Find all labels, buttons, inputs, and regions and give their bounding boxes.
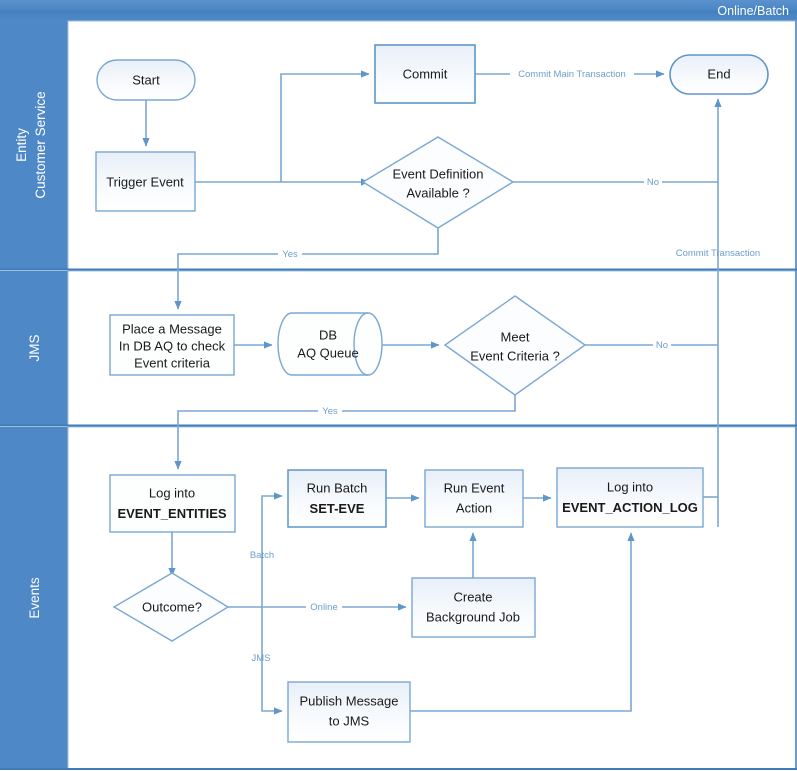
node-publish-message-to-jms-shape[interactable] — [287, 681, 411, 743]
node-place-a-message-line2: In DB AQ to check — [119, 338, 226, 353]
node-meet-event-criteria-line1: Meet — [501, 329, 530, 344]
edge-label-bg-yes-1 — [278, 247, 302, 260]
node-trigger-event-label: Trigger Event — [106, 174, 184, 189]
node-run-event-action-line2: Action — [456, 500, 492, 515]
edge-label-yes-event-definition: Yes — [282, 249, 298, 260]
edge-label-layer: Commit Main Transaction No Yes Commit Tr… — [250, 66, 760, 664]
node-trigger-event[interactable]: Trigger Event — [95, 151, 196, 212]
edge-label-bg-yes-2 — [318, 404, 342, 417]
node-outcome[interactable]: Outcome? — [112, 572, 230, 642]
node-outcome-shape[interactable] — [112, 572, 230, 642]
lane-label-line2: Customer Service — [33, 91, 48, 198]
node-db-aq-queue[interactable]: DB AQ Queue — [277, 312, 383, 376]
node-end[interactable]: End — [669, 54, 769, 95]
node-commit-shape[interactable] — [374, 44, 476, 104]
node-log-into-event-action-log-line1: Log into — [607, 479, 653, 494]
node-event-definition-available-shape[interactable] — [361, 136, 515, 229]
node-event-definition-line1: Event Definition — [392, 166, 483, 181]
node-publish-message-to-jms[interactable]: Publish Message to JMS — [287, 681, 411, 743]
node-end-label: End — [707, 66, 730, 81]
edge-label-commit-transaction: Commit Transaction — [676, 248, 760, 259]
lane-label-jms: JMS — [27, 335, 42, 362]
lane-label-line1: Entity — [14, 128, 29, 162]
node-run-event-action-line1: Run Event — [444, 480, 505, 495]
node-place-a-message-shape[interactable] — [109, 314, 235, 376]
edge-label-no-meet-criteria: No — [656, 340, 668, 351]
node-trigger-event-shape[interactable] — [95, 151, 196, 212]
node-commit-label: Commit — [403, 66, 448, 81]
node-start[interactable]: Start — [96, 59, 196, 101]
node-event-definition-available[interactable]: Event Definition Available ? — [361, 136, 515, 229]
node-end-shape[interactable] — [669, 54, 769, 95]
node-log-into-event-action-log-shape[interactable] — [556, 467, 704, 528]
node-place-a-message-line1: Place a Message — [122, 321, 222, 336]
node-log-into-event-action-log-line2: EVENT_ACTION_LOG — [562, 500, 698, 515]
lane-header-events — [0, 427, 68, 769]
node-run-batch-set-eve-shape[interactable] — [287, 469, 387, 528]
pool-header-band — [0, 0, 797, 21]
edge-label-commit-main-transaction: Commit Main Transaction — [518, 69, 626, 80]
edge-label-online: Online — [310, 602, 337, 613]
edge-publish-jms-to-log-action-log — [410, 532, 635, 712]
node-publish-message-line2: to JMS — [329, 713, 370, 728]
node-event-definition-line2: Available ? — [406, 185, 469, 200]
node-db-aq-queue-line1: DB — [319, 327, 337, 342]
edge-label-jms: JMS — [252, 653, 271, 664]
edge-label-yes-meet-criteria: Yes — [322, 406, 338, 417]
node-start-shape[interactable] — [96, 59, 196, 101]
lane-label-entity-customer-service: Entity Customer Service — [14, 91, 48, 198]
node-start-label: Start — [132, 72, 160, 87]
node-run-event-action-shape[interactable] — [424, 469, 524, 528]
node-log-into-event-entities-line1: Log into — [149, 485, 195, 500]
node-create-background-job-line1: Create — [453, 589, 492, 604]
node-run-batch-line2: SET-EVE — [310, 501, 365, 516]
node-outcome-label: Outcome? — [142, 599, 202, 614]
edge-label-no-event-definition: No — [647, 177, 659, 188]
node-db-aq-queue-shape[interactable] — [277, 312, 383, 376]
connector-layer — [142, 70, 722, 715]
node-create-background-job[interactable]: Create Background Job — [411, 577, 536, 638]
edge-outcome-jms — [261, 607, 283, 715]
node-run-batch-set-eve[interactable]: Run Batch SET-EVE — [287, 469, 387, 528]
lane-label-events: Events — [27, 577, 42, 619]
edge-label-bg-no-2 — [653, 338, 671, 351]
edge-label-bg-no-1 — [644, 175, 662, 188]
node-meet-event-criteria-line2: Event Criteria ? — [470, 348, 560, 363]
node-place-a-message-line3: Event criteria — [134, 355, 211, 370]
node-log-into-event-action-log[interactable]: Log into EVENT_ACTION_LOG — [556, 467, 704, 528]
node-create-background-job-line2: Background Job — [426, 609, 520, 624]
node-log-into-event-entities-shape[interactable] — [109, 474, 236, 533]
edge-label-batch: Batch — [250, 550, 274, 561]
node-db-aq-queue-cap — [353, 312, 369, 376]
lane-header-jms — [0, 271, 68, 425]
lane-label-line1: JMS — [27, 335, 42, 362]
node-log-into-event-entities[interactable]: Log into EVENT_ENTITIES — [109, 474, 236, 533]
edge-label-bg-online — [306, 600, 342, 613]
node-run-batch-line1: Run Batch — [307, 480, 368, 495]
lane-header-entity-customer-service — [0, 21, 68, 269]
node-meet-event-criteria-shape[interactable] — [443, 295, 587, 396]
edge-trigger-event-to-commit — [280, 70, 370, 182]
lane-label-line1: Events — [27, 577, 42, 619]
node-run-event-action[interactable]: Run Event Action — [424, 469, 524, 528]
pool-title: Online/Batch — [717, 4, 789, 18]
edge-meet-criteria-yes-to-log-entities — [174, 395, 516, 470]
edge-decision-yes-to-place-message — [174, 228, 439, 310]
edge-outcome-batch — [261, 492, 283, 607]
node-place-a-message[interactable]: Place a Message In DB AQ to check Event … — [109, 314, 235, 376]
node-db-aq-queue-line2: AQ Queue — [297, 345, 358, 360]
node-meet-event-criteria[interactable]: Meet Event Criteria ? — [443, 295, 587, 396]
node-publish-message-line1: Publish Message — [300, 693, 399, 708]
node-commit[interactable]: Commit — [374, 44, 476, 104]
edge-label-bg-commit-main — [510, 66, 634, 79]
node-create-background-job-shape[interactable] — [411, 577, 536, 638]
node-log-into-event-entities-line2: EVENT_ENTITIES — [117, 506, 226, 521]
